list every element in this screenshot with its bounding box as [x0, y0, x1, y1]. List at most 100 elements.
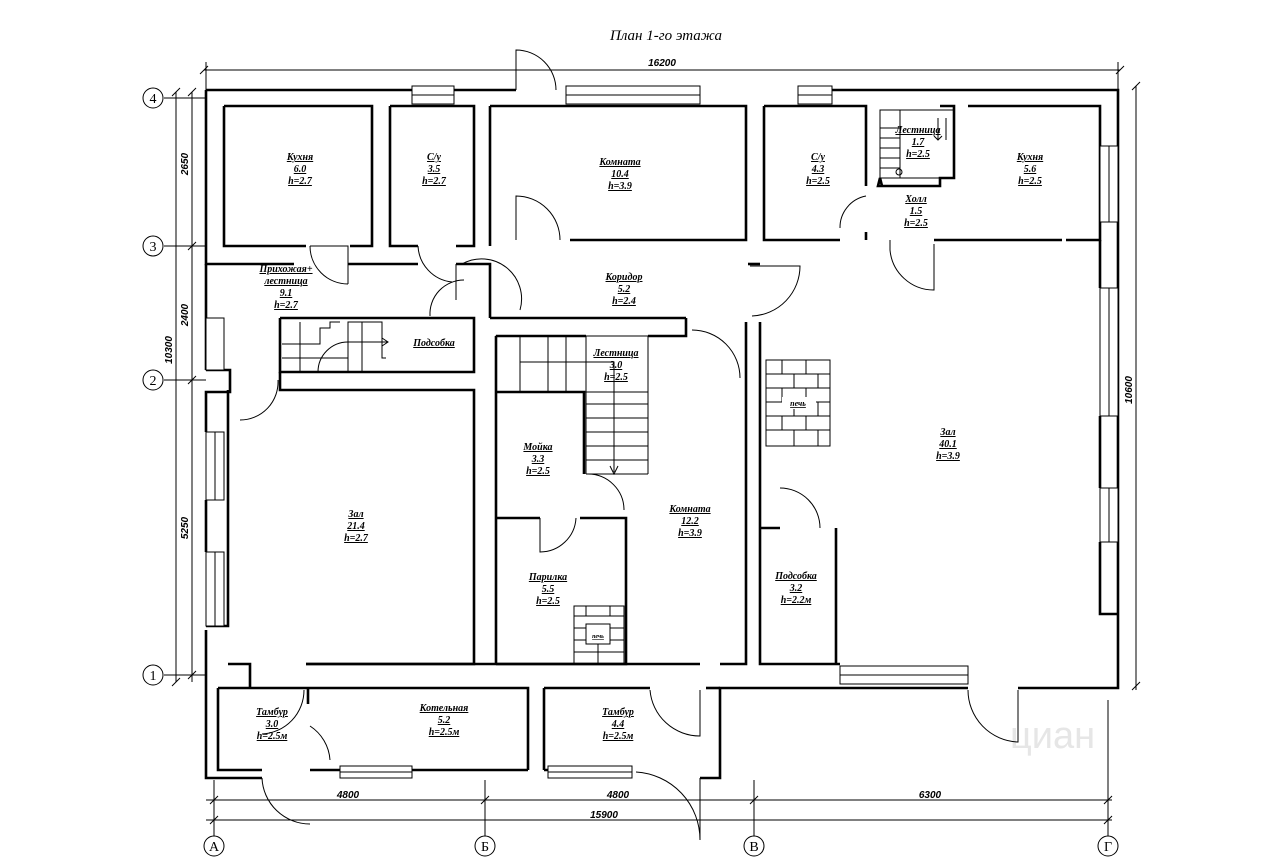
dim-top: 16200 [648, 58, 676, 69]
label-podsobka-small: Подсобка [412, 338, 455, 349]
axis-col-g: Г [1104, 840, 1112, 855]
axis-row-4: 4 [150, 92, 157, 107]
room-height: h=2.5 [806, 176, 830, 187]
stove-label-bg [782, 397, 816, 409]
room-name: Тамбур [602, 707, 634, 718]
room-name: Парилка [528, 572, 567, 583]
room-area: 5.6 [1024, 164, 1037, 175]
label-pech-small: печь [592, 634, 604, 640]
room-height: h=3.9 [678, 528, 702, 539]
room-area: 5.2 [438, 715, 451, 726]
stove-small [573, 605, 625, 665]
label-pech: печь [790, 399, 806, 408]
stair-top-right [879, 109, 955, 179]
room-name: Лестница [894, 125, 940, 136]
dim-right: 10600 [1124, 376, 1135, 404]
room-name: Коридор [605, 272, 643, 283]
room-area: 3.3 [531, 454, 545, 465]
room-name: Прихожая+ [258, 264, 312, 275]
room-area: 3.2 [789, 583, 803, 594]
room-area: 3.5 [427, 164, 441, 175]
room-name: Комната [668, 504, 710, 515]
room-area: 3.0 [265, 719, 279, 730]
room-area: 1.5 [910, 206, 923, 217]
room-height: h=2.7 [422, 176, 447, 187]
walls [204, 88, 1120, 780]
room-height: h=2.5 [906, 149, 930, 160]
room-height: h=3.9 [936, 451, 960, 462]
room-height: h=2.7 [288, 176, 313, 187]
dim-left-total: 10300 [164, 336, 175, 364]
axis-col-v: В [749, 840, 758, 855]
room-name: Лестница [592, 348, 638, 359]
room-area: 3.0 [609, 360, 623, 371]
room-area: 9.1 [280, 288, 293, 299]
room-name: Котельная [419, 703, 469, 714]
room-name: Холл [904, 194, 926, 205]
room-height: h=2.7 [274, 300, 299, 311]
room-name2: лестница [263, 276, 307, 287]
room-name: Кухня [1016, 152, 1043, 163]
room-area: 40.1 [938, 439, 957, 450]
room-height: h=2.2м [781, 595, 812, 606]
dim-left-1: 2650 [180, 152, 191, 176]
room-height: h=2.7 [344, 533, 369, 544]
room-name: Подсобка [774, 571, 817, 582]
dim-bottom-total: 15900 [590, 810, 618, 821]
room-height: h=2.5 [536, 596, 560, 607]
room-name: Тамбур [256, 707, 288, 718]
room-height: h=2.5 [904, 218, 928, 229]
room-area: 4.3 [811, 164, 825, 175]
room-height: h=3.9 [608, 181, 632, 192]
stair-left [282, 321, 389, 373]
axis-lines [164, 97, 1109, 836]
room-height: h=2.5м [257, 731, 288, 742]
room-name: Зал [347, 509, 363, 520]
doors [239, 49, 1019, 841]
room-height: h=2.5 [1018, 176, 1042, 187]
room-name: Кухня [286, 152, 313, 163]
room-area: 10.4 [611, 169, 629, 180]
room-height: h=2.5м [429, 727, 460, 738]
room-height: h=2.4 [612, 296, 636, 307]
room-name: С/у [427, 152, 441, 163]
room-area: 4.4 [611, 719, 625, 730]
stair-center [495, 335, 649, 476]
dim-bottom-2: 4800 [606, 790, 630, 801]
room-area: 1.7 [912, 137, 926, 148]
room-area: 21.4 [346, 521, 365, 532]
room-area: 12.2 [681, 516, 699, 527]
dim-bottom-1: 4800 [336, 790, 360, 801]
room-name: Мойка [522, 442, 552, 453]
room-area: 5.2 [618, 284, 631, 295]
room-name: С/у [811, 152, 825, 163]
plan-title: План 1-го этажа [609, 28, 722, 44]
axis-markers [142, 87, 1119, 857]
room-height: h=2.5 [526, 466, 550, 477]
axis-col-a: А [209, 840, 220, 855]
dim-bottom-3: 6300 [919, 790, 942, 801]
room-height: h=2.5м [603, 731, 634, 742]
dim-left-3: 5250 [180, 516, 191, 539]
room-name: Комната [598, 157, 640, 168]
